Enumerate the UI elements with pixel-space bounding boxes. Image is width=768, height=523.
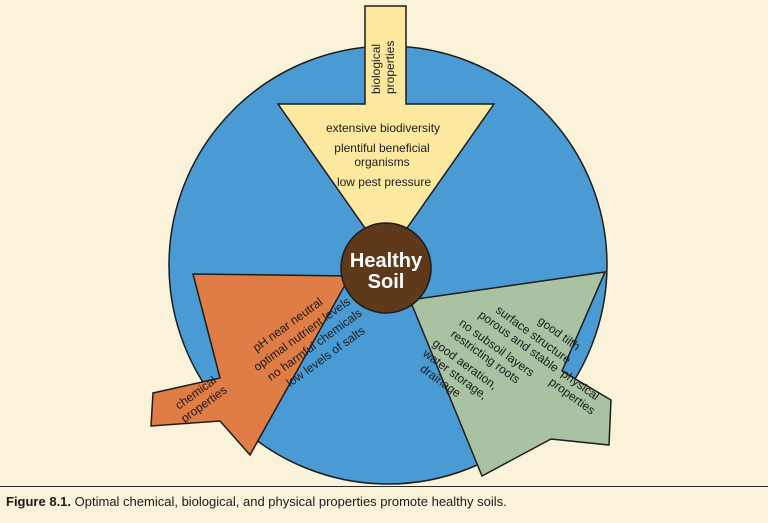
biological-item: extensive biodiversity (326, 121, 440, 135)
center-title-line1: Healthy (350, 250, 423, 272)
figure-caption: Figure 8.1. Optimal chemical, biological… (6, 494, 507, 509)
center-title-line2: Soil (368, 271, 405, 293)
caption-text: Optimal chemical, biological, and physic… (71, 494, 507, 509)
biological-label-line1: biological (369, 44, 383, 94)
biological-label-line2: properties (383, 41, 397, 94)
chemical-arrow (150, 273, 352, 457)
center-circle (340, 222, 432, 314)
biological-item: plentiful beneficial (334, 141, 429, 155)
physical-arrow (408, 271, 612, 478)
biological-item: organisms (354, 155, 409, 169)
caption-label: Figure 8.1. (6, 494, 72, 509)
biological-item: low pest pressure (337, 175, 431, 189)
biological-arrow (276, 5, 496, 260)
caption-divider (0, 486, 768, 487)
